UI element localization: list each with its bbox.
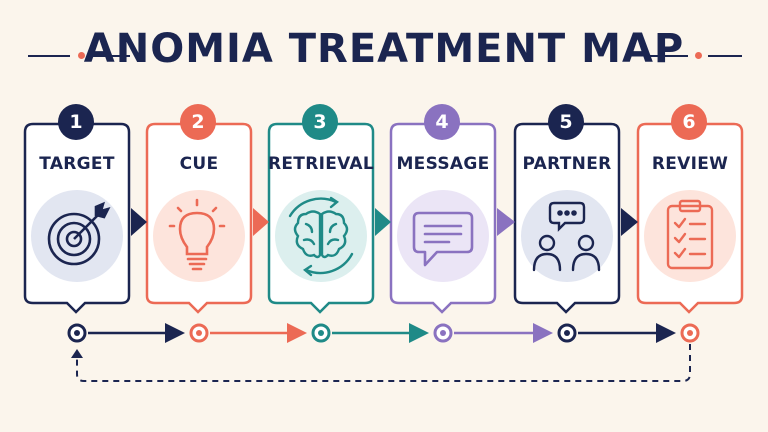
timeline-node-3 <box>311 323 331 343</box>
target-icon <box>47 201 111 266</box>
title-decoration-right-dot <box>695 52 702 59</box>
step-number-4: 4 <box>435 111 449 133</box>
step-number-badge-6 <box>671 104 707 140</box>
title-decoration-left-line-1 <box>28 55 70 57</box>
step-card-review <box>636 104 744 314</box>
timeline-node-5 <box>557 323 577 343</box>
step-label-partner: PARTNER <box>522 154 612 174</box>
lightbulb-icon <box>168 198 226 271</box>
step-card-cue <box>145 104 253 314</box>
step-label-review: REVIEW <box>651 154 729 174</box>
title-decoration-right-line-2 <box>708 55 742 57</box>
step-number-badge-2 <box>180 104 216 140</box>
step-number-badge-4 <box>424 104 460 140</box>
connector-chevron-1-2 <box>131 208 147 236</box>
speech-bubble-icon <box>412 211 474 267</box>
icon-circle-partner <box>521 190 613 282</box>
connector-chevron-2-3 <box>253 208 269 236</box>
icon-circle-message <box>397 190 489 282</box>
step-card-message <box>389 104 497 314</box>
title-decoration-left-dot <box>78 52 85 59</box>
step-number-6: 6 <box>682 111 696 133</box>
step-label-retrieval: RETRIEVAL <box>268 154 375 174</box>
timeline-node-6 <box>680 323 700 343</box>
step-number-badge-3 <box>302 104 338 140</box>
loop-back-arrowhead <box>71 349 83 358</box>
step-number-1: 1 <box>69 111 83 133</box>
step-label-cue: CUE <box>179 154 219 174</box>
title-decoration-right-line-1 <box>650 55 688 57</box>
page-title: ANOMIA TREATMENT MAP <box>83 26 685 72</box>
connector-chevron-3-4 <box>375 208 391 236</box>
timeline-node-1 <box>67 323 87 343</box>
icon-circle-cue <box>153 190 245 282</box>
step-label-target: TARGET <box>39 154 115 174</box>
step-number-2: 2 <box>191 111 205 133</box>
step-number-5: 5 <box>559 111 573 133</box>
checklist-clipboard-icon <box>666 199 714 270</box>
conversation-partners-icon <box>532 201 601 272</box>
brain-icon <box>288 196 354 277</box>
step-number-badge-5 <box>548 104 584 140</box>
step-label-message: MESSAGE <box>396 154 490 174</box>
step-card-target <box>23 104 131 314</box>
title-decoration-left-line-2 <box>92 55 130 57</box>
timeline-node-2 <box>189 323 209 343</box>
step-number-badge-1 <box>58 104 94 140</box>
step-number-3: 3 <box>313 111 327 133</box>
connector-chevron-5-6 <box>621 208 638 236</box>
step-card-retrieval <box>267 104 375 314</box>
timeline-node-4 <box>433 323 453 343</box>
connector-chevron-4-5 <box>497 208 515 236</box>
step-card-partner <box>513 104 621 314</box>
loop-back-dashed-arrow <box>76 344 691 382</box>
